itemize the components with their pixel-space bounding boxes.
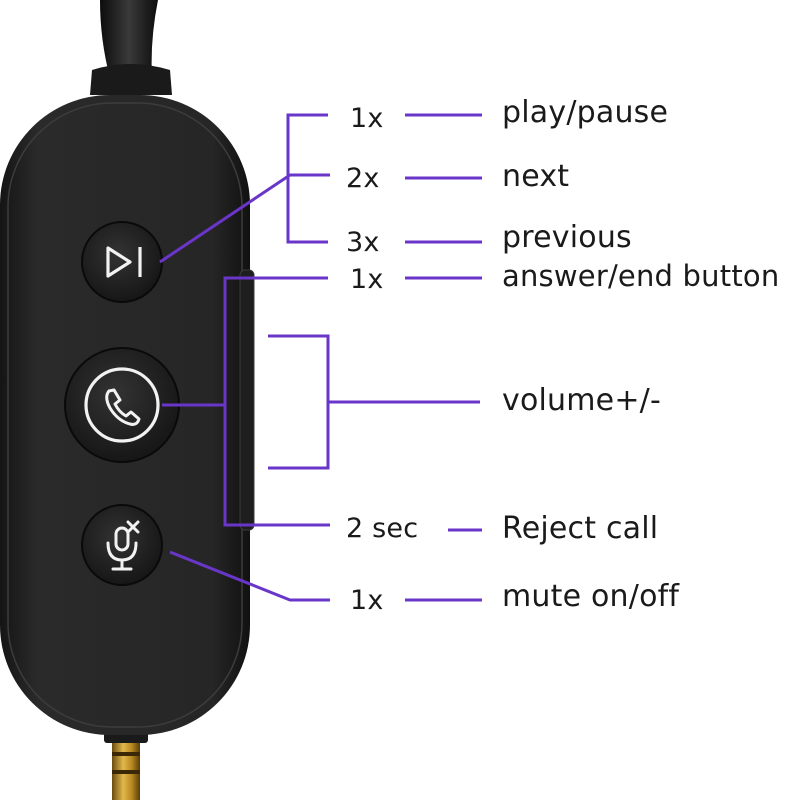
action-mute: mute on/off [502,579,680,614]
press-count-answer-end: 1x [350,264,384,295]
press-count-previous: 3x [346,227,380,258]
mute-button[interactable] [81,504,163,586]
leader-bracket [223,276,330,527]
action-play-pause: play/pause [502,95,669,130]
press-count-play-pause: 1x [350,103,384,134]
cable [100,0,158,78]
action-volume: volume+/- [502,383,662,418]
action-reject-call: Reject call [502,511,659,546]
action-previous: previous [502,220,632,255]
call-button[interactable] [64,347,180,463]
audio-plug [104,725,148,800]
play-pause-button[interactable] [81,221,163,303]
phone-icon [105,388,141,426]
leader-bracket [268,334,330,470]
leader-bracket [286,113,328,244]
cable-strain-relief [90,64,172,95]
press-duration-reject-call: 2 sec [346,513,419,544]
action-answer-end: answer/end button [502,259,780,293]
press-count-mute: 1x [350,585,384,616]
play-pause-icon [106,246,142,278]
press-count-next: 2x [346,163,380,194]
action-next: next [502,159,570,194]
volume-rocker [239,269,255,531]
leader-line [159,173,330,264]
leader-line [169,550,330,602]
mic-mute-icon [106,520,140,571]
